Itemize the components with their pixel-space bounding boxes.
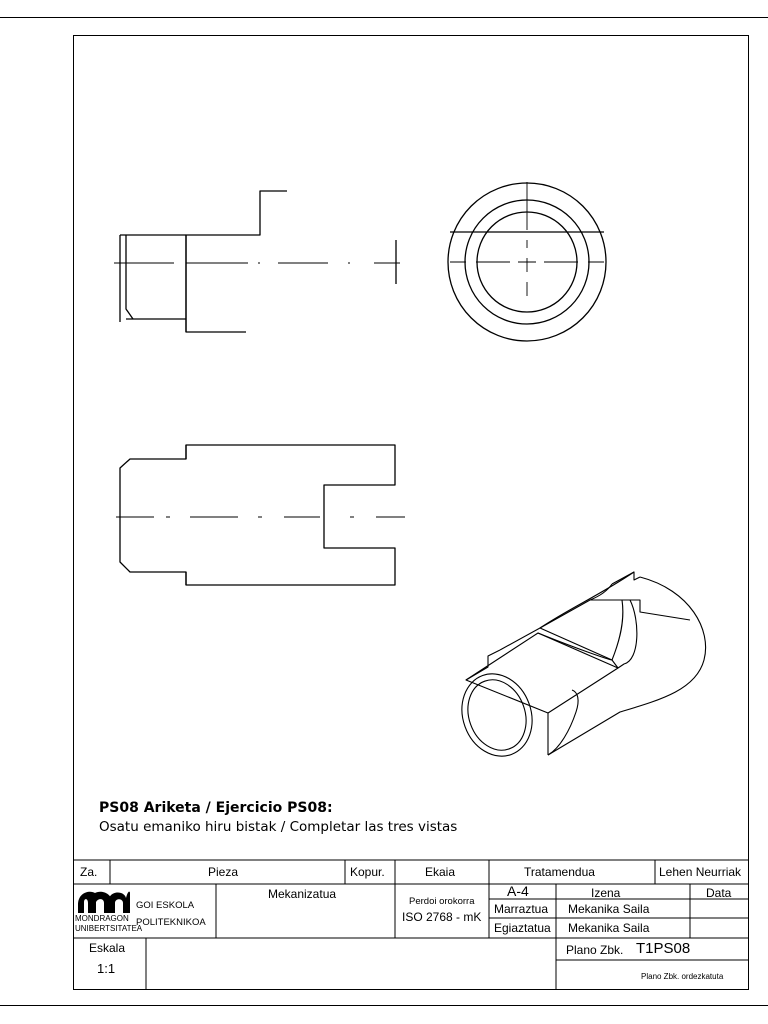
tolerance-label: Perdoi orokorra <box>409 896 475 907</box>
logo-mark-icon <box>78 891 130 913</box>
plano-zbk-label: Plano Zbk. <box>566 943 624 957</box>
top-view <box>116 444 405 586</box>
plano-ordezkatuta-label: Plano Zbk. ordezkatuta <box>641 972 724 981</box>
eskala-label: Eskala <box>89 941 126 955</box>
exercise-subtitle: Osatu emaniko hiru bistak / Completar la… <box>99 819 458 835</box>
logo-line-2: UNIBERTSITATEA <box>75 924 143 933</box>
marraztua-label: Marraztua <box>494 902 549 916</box>
title-block-grid <box>73 859 749 990</box>
top-page-rule <box>0 17 768 18</box>
egiaztatua-label: Egiaztatua <box>494 921 551 935</box>
front-view <box>114 190 400 333</box>
data-header: Data <box>706 886 732 900</box>
drawing-sheet-frame <box>73 35 749 990</box>
isometric-view <box>461 571 707 757</box>
header-ekaia: Ekaia <box>425 865 456 879</box>
egiaztatua-name: Mekanika Saila <box>568 921 650 935</box>
header-za: Za. <box>80 865 98 879</box>
plano-zbk-value: T1PS08 <box>636 940 691 957</box>
eskala-value: 1:1 <box>97 961 116 976</box>
header-lehen-neurriak: Lehen Neurriak <box>659 865 742 879</box>
header-tratamendua: Tratamendua <box>524 865 595 879</box>
marraztua-name: Mekanika Saila <box>568 902 650 916</box>
exercise-caption: PS08 Ariketa / Ejercicio PS08: Osatu ema… <box>99 800 457 835</box>
tratamendua-value: Mekanizatua <box>268 887 337 901</box>
logo-line-1: MONDRAGON <box>75 914 129 923</box>
school-line-1: GOI ESKOLA <box>136 900 195 911</box>
header-pieza: Pieza <box>208 865 239 879</box>
header-kopur: Kopur. <box>350 865 385 879</box>
format-value: A-4 <box>507 883 529 899</box>
tolerance-value: ISO 2768 - mK <box>402 910 482 924</box>
school-line-2: POLITEKNIKOA <box>136 917 206 928</box>
side-view <box>447 182 607 342</box>
bottom-page-rule <box>0 1005 768 1006</box>
izena-header: Izena <box>591 886 621 900</box>
exercise-title: PS08 Ariketa / Ejercicio PS08: <box>99 800 333 816</box>
